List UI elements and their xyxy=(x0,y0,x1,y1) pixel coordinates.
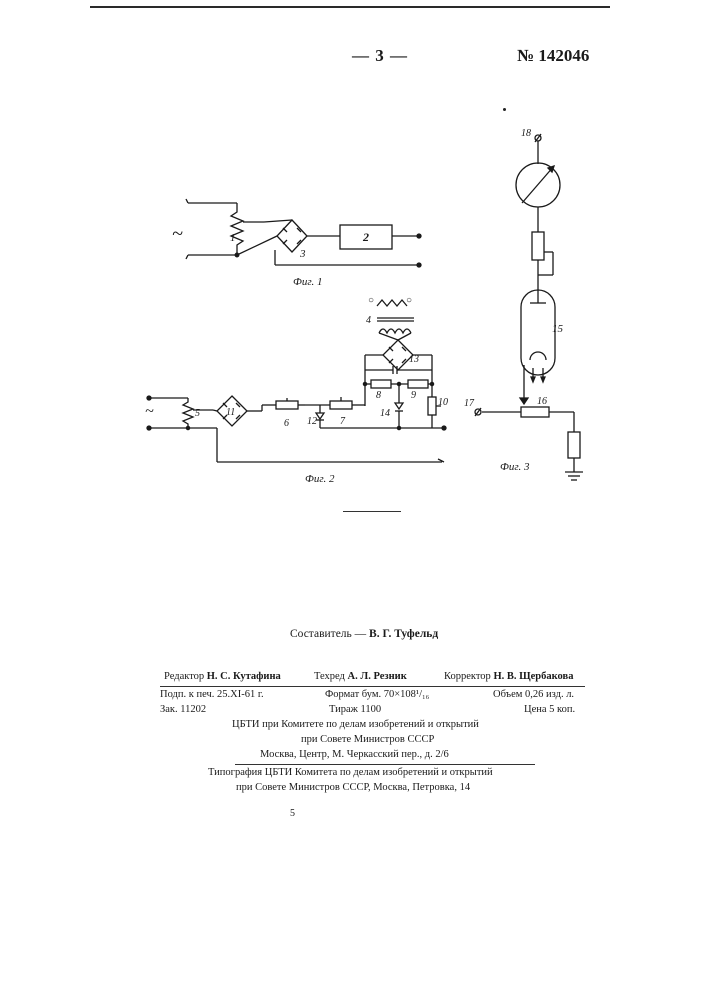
svg-text:○: ○ xyxy=(406,295,412,306)
editor-name: Н. С. Кутафина xyxy=(207,671,281,682)
fig3-caption: Фиг. 3 xyxy=(500,461,530,473)
editor-label: Редактор xyxy=(164,671,204,682)
techred-name: А. Л. Резник xyxy=(348,671,407,682)
fig2-label-5: 5 xyxy=(195,408,200,419)
fig2-label-12: 13 xyxy=(409,354,419,365)
imprint-price: Цена 5 коп. xyxy=(524,704,575,715)
publisher-line-2: при Совете Министров СССР xyxy=(301,734,434,745)
fig1-ac-symbol: ~ xyxy=(172,223,183,245)
fig3-label-17: 17 xyxy=(464,398,475,409)
corrector-credit: Корректор Н. В. Щербакова xyxy=(444,671,573,682)
fig1-label-1: 1 xyxy=(230,232,236,244)
fig1-label-2: 2 xyxy=(362,230,369,244)
imprint-print-run: Тираж 1100 xyxy=(329,704,381,715)
fig2-caption: Фиг. 2 xyxy=(305,473,335,485)
fig2-label-11: 11 xyxy=(226,407,235,418)
fig1-caption: Фиг. 1 xyxy=(293,276,323,288)
figure-2: ○ ○ 4 13 8 9 14 xyxy=(145,295,448,485)
printer-line-1: Типография ЦБТИ Комитета по делам изобре… xyxy=(208,767,493,778)
fig3-label-18: 18 xyxy=(521,128,531,139)
fig2-ac-symbol: ~ xyxy=(145,403,154,420)
imprint-order: Зак. 11202 xyxy=(160,704,206,715)
figure-1: ~ 1 2 3 Фиг. 1 xyxy=(172,199,421,288)
fig2-label-10: 10 xyxy=(438,397,448,408)
compiler-label: Составитель — xyxy=(290,628,366,640)
footer-mark: 5 xyxy=(290,808,295,819)
compiler-name: В. Г. Туфельд xyxy=(369,628,438,640)
separator-line xyxy=(343,511,401,512)
corrector-label: Корректор xyxy=(444,671,491,682)
fig2-label-4: 4 xyxy=(366,315,371,326)
fig2-label-14: 14 xyxy=(380,408,390,419)
techred-credit: Техред А. Л. Резник xyxy=(314,671,407,682)
printer-line-2: при Совете Министров СССР, Москва, Петро… xyxy=(236,782,470,793)
fig1-label-3: 3 xyxy=(299,248,306,260)
fig2-label-6: 6 xyxy=(284,418,289,429)
imprint-rule-bottom xyxy=(235,764,535,765)
publisher-line-3: Москва, Центр, М. Черкасский пер., д. 2/… xyxy=(260,749,449,760)
compiler-line: Составитель — В. Г. Туфельд xyxy=(290,628,438,640)
svg-text:○: ○ xyxy=(368,295,374,306)
figure-3: 18 15 16 17 xyxy=(464,128,583,480)
fig3-label-15: 15 xyxy=(552,323,564,335)
editor-credit: Редактор Н. С. Кутафина xyxy=(164,671,281,682)
fig2-label-9: 9 xyxy=(411,390,416,401)
publisher-line-1: ЦБТИ при Комитете по делам изобретений и… xyxy=(232,719,479,730)
fig3-label-16: 16 xyxy=(537,396,547,407)
imprint-volume: Объем 0,26 изд. л. xyxy=(493,689,574,700)
fig2-label-13: 12 xyxy=(307,416,317,427)
imprint-format: Формат бум. 70×108¹/₁₆ xyxy=(325,689,429,700)
imprint-signed: Подп. к печ. 25.XI-61 г. xyxy=(160,689,264,700)
corrector-name: Н. В. Щербакова xyxy=(493,671,573,682)
imprint-rule-top xyxy=(160,686,585,687)
fig2-label-8: 8 xyxy=(376,390,381,401)
techred-label: Техред xyxy=(314,671,345,682)
fig2-label-7: 7 xyxy=(340,416,346,427)
